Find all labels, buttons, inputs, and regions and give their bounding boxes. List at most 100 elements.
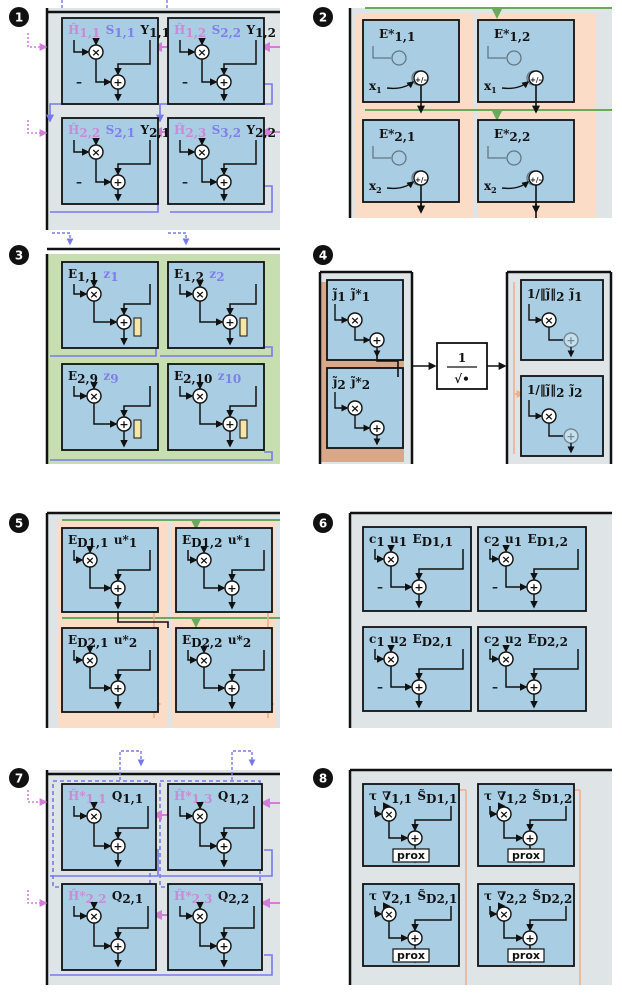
accumulator-feedback-wire (220, 806, 255, 840)
pink-dotted-input (27, 790, 48, 806)
label-subscript: 9 (110, 372, 118, 386)
label-subscript: 2,2 (220, 26, 241, 40)
cell-label: E*2,1 (379, 127, 415, 144)
multiply-operator: × (196, 552, 212, 568)
accumulator-feedback-wire (228, 550, 265, 582)
operator-symbol: +/– (530, 76, 542, 84)
label-subscript: 1,2 (183, 270, 204, 284)
label-symbol: S (212, 123, 221, 137)
label-symbol: τ (369, 789, 377, 803)
label-subscript: D1,1 (426, 792, 457, 806)
cell-label: Ĥ2,3 S3,2 Y2,2 (174, 122, 276, 140)
operator-symbol: × (197, 146, 206, 159)
pink-dotted-input (27, 890, 48, 907)
label-subscript: 2,1 (394, 130, 415, 144)
plus-minus-operator: +/– (413, 70, 429, 86)
label-subscript: D1,2 (191, 536, 222, 550)
label-symbol: Y (246, 123, 256, 137)
mult-to-add-wire (548, 327, 563, 341)
cell-label: Ĥ1,1 S1,1 Y1,1 (68, 22, 170, 40)
label-subscript: 1 (491, 85, 497, 95)
accumulator-feedback-wire (114, 806, 149, 840)
operator-symbol: +/– (530, 176, 542, 184)
operator-symbol: + (113, 76, 122, 89)
multiply-operator: × (88, 44, 104, 60)
operator-symbol: +/– (415, 76, 427, 84)
add-operator: + (110, 938, 126, 954)
panel-number-badge (9, 768, 29, 788)
cell-label: E*1,2 (494, 27, 530, 44)
dashed-wire (231, 750, 256, 780)
mult-to-add-wire (503, 821, 524, 842)
cell-label: 1/‖j̃‖2 j̃1 (527, 287, 583, 304)
label-symbol: j̃ (332, 287, 338, 301)
mult-to-add-wire (93, 403, 118, 428)
label-symbol: Y (140, 23, 150, 37)
panel-number-badge (9, 513, 29, 533)
mult-to-add-wire (503, 921, 524, 942)
plus-minus-operator: +/– (413, 170, 429, 186)
operator-symbol: + (414, 681, 423, 694)
label-symbol: S̃ (532, 888, 541, 903)
cell-label: c1 u2 ED2,1 (369, 632, 453, 649)
mult-input-wire (73, 284, 88, 298)
label-subscript: 2 (574, 386, 582, 400)
label-symbol: E (174, 267, 183, 281)
label-symbol: u* (114, 533, 130, 547)
cell-label: τ∇2,1 S̃D2,1 (369, 888, 457, 906)
label-symbol: Q (112, 889, 122, 903)
label-subscript: 1,1 (394, 30, 415, 44)
plus-minus-operator: +/– (528, 170, 544, 186)
add-operator: + (216, 838, 232, 854)
add-operator: + (110, 580, 126, 596)
mult-to-add-wire (93, 301, 118, 326)
operator-symbol: × (91, 46, 100, 59)
panel-number: 5 (15, 517, 23, 531)
operator-symbol: + (566, 334, 575, 347)
label-symbol: Q (218, 789, 228, 803)
label-subscript: 2,2 (255, 126, 276, 140)
label-symbol: E (527, 632, 536, 646)
x-input-label: x1 (484, 79, 497, 95)
label-subscript: 2,2 (509, 130, 530, 144)
multiply-operator: × (383, 551, 399, 567)
add-operator: + (407, 830, 423, 846)
accumulator-feedback-wire (114, 906, 149, 940)
panel-number-badge (313, 513, 333, 533)
label-symbol: τ (484, 789, 492, 803)
label-subscript: D1,1 (422, 535, 453, 549)
label-symbol: z (218, 369, 225, 383)
accumulator-feedback-wire (220, 40, 257, 76)
add-operator: + (216, 74, 232, 90)
label-subscript: 1 (243, 536, 251, 550)
operator-symbol: × (384, 908, 393, 921)
label-symbol: τ (369, 889, 377, 903)
label-symbol: u (390, 632, 399, 646)
label-subscript: 1 (362, 290, 370, 304)
label-subscript: 1 (129, 536, 137, 550)
label-symbol: j̃ (569, 383, 575, 397)
label-subscript: D2,2 (191, 636, 222, 650)
label-symbol: z (103, 267, 110, 281)
label-symbol: Q (218, 889, 228, 903)
operator-symbol: × (350, 314, 359, 327)
operator-symbol: + (410, 932, 419, 945)
label-symbol: Ĥ (68, 122, 79, 137)
label-subscript: 1,1 (114, 26, 135, 40)
blue-feedback-wire (170, 185, 273, 213)
operator-symbol: × (386, 553, 395, 566)
operator-symbol: × (199, 654, 208, 667)
register-block (239, 317, 248, 337)
mult-input-wire (179, 386, 194, 400)
multiply-operator: × (541, 408, 557, 424)
minus-sign: – (492, 580, 498, 594)
label-subscript: D2,2 (537, 635, 568, 649)
label-symbol: E (182, 633, 191, 647)
label-subscript: 2 (399, 635, 407, 649)
operator-symbol: + (372, 334, 381, 347)
cell-label: ED2,2 u*2 (182, 633, 251, 650)
mult-input-wire (334, 304, 349, 324)
operator-symbol: + (225, 418, 234, 431)
label-symbol: Ĥ* (174, 888, 192, 903)
label-subscript: 2 (216, 270, 224, 284)
